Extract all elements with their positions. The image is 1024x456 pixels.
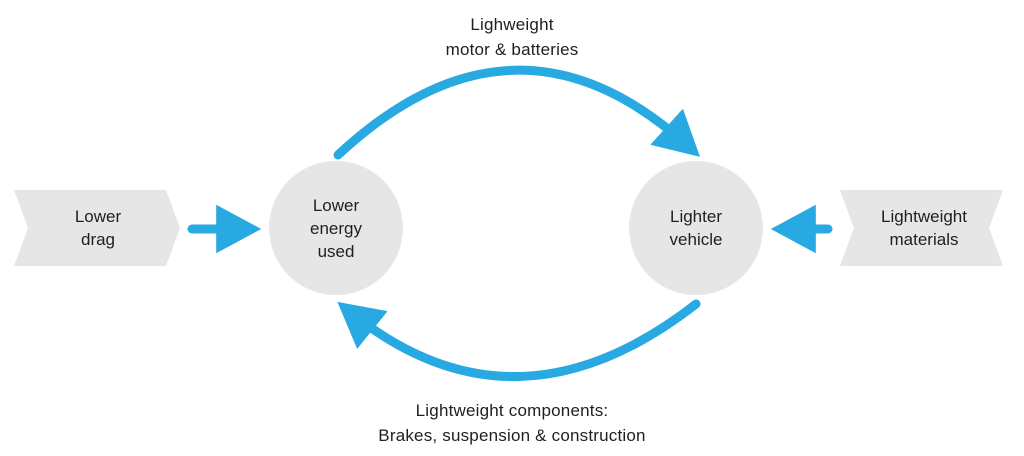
lightweight-materials-line2: materials — [889, 230, 959, 249]
bottom-label-line1: Lightweight components: — [415, 401, 609, 420]
lightweight-materials-banner — [840, 190, 1003, 266]
bottom-arrow-label: Lightweight components: Brakes, suspensi… — [312, 398, 712, 448]
top-label-line1: Lighweight — [470, 15, 554, 34]
lower-energy-circle — [269, 161, 403, 295]
bottom-curved-arrow — [337, 299, 701, 382]
lightweight-materials-node: Lightweight materials — [856, 200, 992, 256]
top-curved-arrow — [333, 65, 701, 160]
top-arrow-label: Lighweight motor & batteries — [372, 12, 652, 62]
lower-energy-line2: energy — [310, 218, 362, 238]
lower-energy-line1: Lower — [312, 195, 360, 215]
lower-drag-line1: Lower — [74, 207, 122, 226]
lighter-vehicle-circle — [629, 161, 763, 295]
lower-drag-banner — [14, 190, 180, 266]
lower-energy-line3: used — [317, 241, 355, 261]
lighter-vehicle-node: Lighter vehicle — [636, 200, 756, 256]
bottom-label-line2: Brakes, suspension & construction — [378, 426, 646, 445]
lower-energy-node: Lower energy used — [276, 190, 396, 266]
top-label-line2: motor & batteries — [445, 40, 579, 59]
lower-drag-line2: drag — [80, 230, 116, 249]
lighter-vehicle-line2: vehicle — [669, 230, 723, 249]
lightweight-materials-line1: Lightweight — [880, 207, 967, 226]
lower-drag-node: Lower drag — [40, 200, 156, 256]
lighter-vehicle-line1: Lighter — [670, 207, 722, 226]
